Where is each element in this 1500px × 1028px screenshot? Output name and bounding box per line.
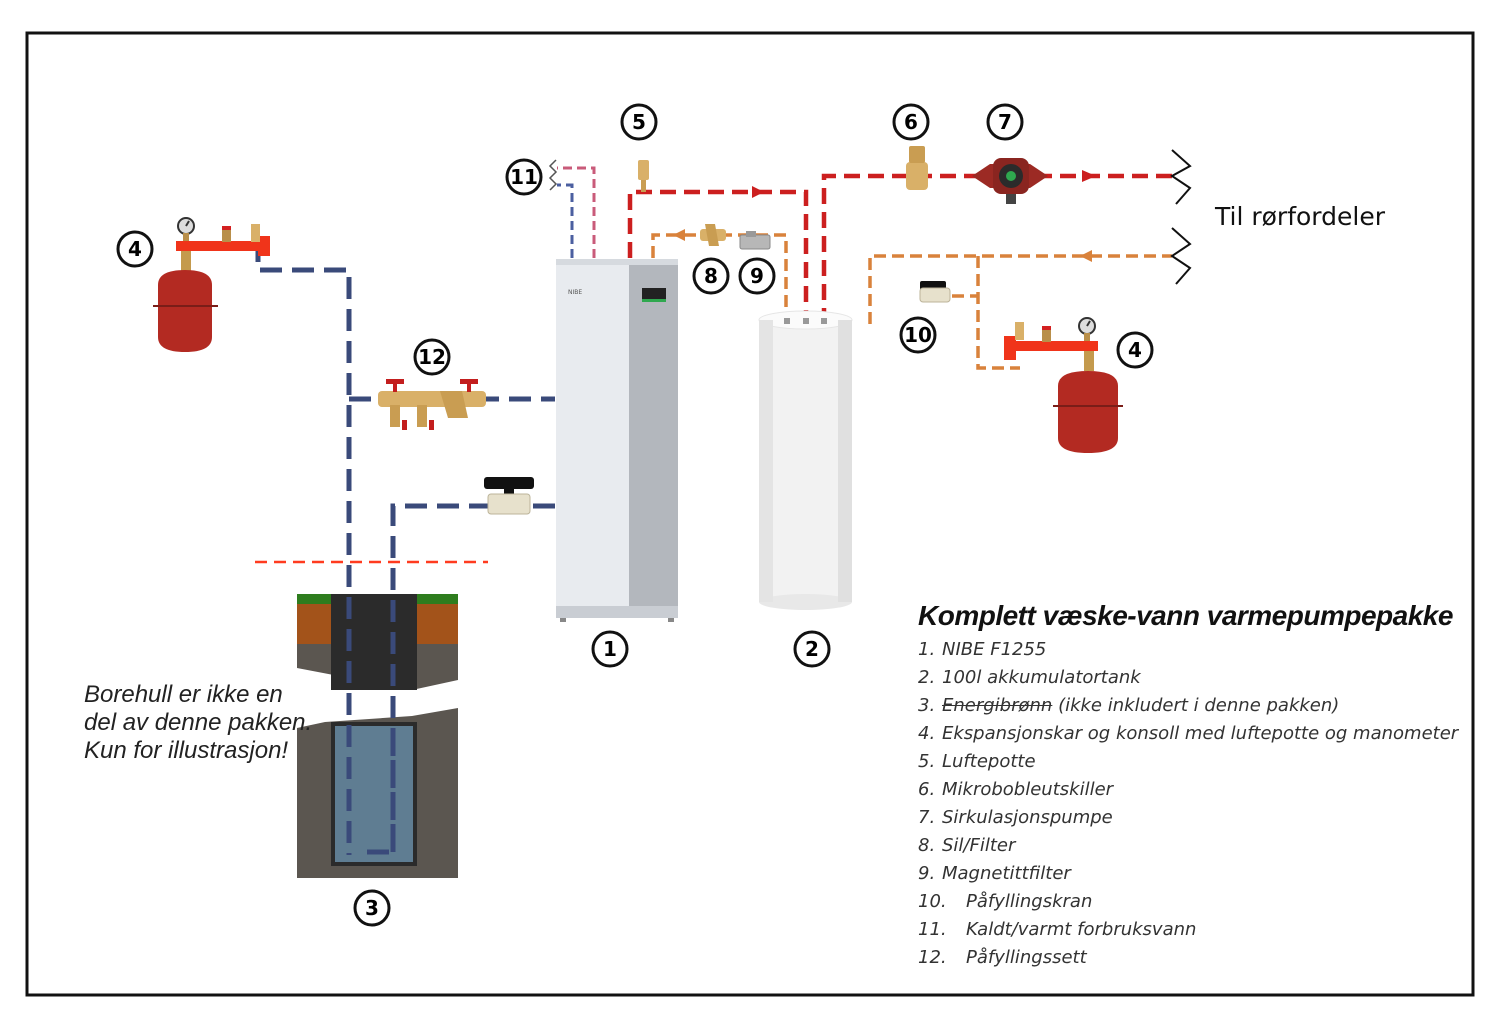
legend-item: 9.Magnetittfilter xyxy=(918,863,1071,884)
legend-item: 3.Energibrønn (ikke inkludert i denne pa… xyxy=(918,692,1478,720)
legend-item: 8.Sil/Filter xyxy=(918,835,1016,856)
svg-text:8: 8 xyxy=(704,264,718,288)
svg-text:2: 2 xyxy=(805,637,819,661)
flow-arrow xyxy=(752,186,764,198)
legend-item: 2.100l akkumulatortank xyxy=(918,667,1141,688)
callout-1: 1 xyxy=(591,630,629,668)
domestic-water-pipes xyxy=(548,159,596,258)
legend-item: 10.Påfyllingskran xyxy=(918,891,1093,912)
callout-4-right: 4 xyxy=(1116,331,1154,369)
expansion-vessel-left xyxy=(153,217,270,352)
borehole xyxy=(255,560,488,878)
filling-set xyxy=(378,379,486,430)
callout-6: 6 xyxy=(892,103,930,141)
legend-item: 4.Ekspansjonskar og konsoll med luftepot… xyxy=(918,723,1459,744)
expansion-vessel-right xyxy=(1004,317,1123,453)
callout-7: 7 xyxy=(986,103,1024,141)
svg-text:6: 6 xyxy=(904,110,918,134)
legend: Komplett væske-vann varmepumpepakke 1.NI… xyxy=(918,600,1478,972)
magnetite-filter xyxy=(739,231,771,250)
flow-arrow xyxy=(673,229,685,241)
svg-text:7: 7 xyxy=(998,110,1012,134)
diagram-frame xyxy=(25,31,1475,997)
svg-text:10: 10 xyxy=(904,323,932,347)
callout-9: 9 xyxy=(738,257,776,295)
legend-item: 11.Kaldt/varmt forbruksvann xyxy=(918,919,1197,940)
legend-item: 12.Påfyllingssett xyxy=(918,947,1087,968)
svg-text:3: 3 xyxy=(365,896,379,920)
callout-11: 11 xyxy=(505,158,543,196)
legend-title: Komplett væske-vann varmepumpepakke xyxy=(918,600,1453,631)
borehole-note-line-1: Borehull er ikke en xyxy=(84,681,283,708)
nibe-logo-text: NIBE xyxy=(568,289,582,296)
struck-text: Energibrønn xyxy=(942,695,1053,716)
svg-text:11: 11 xyxy=(510,165,538,189)
callout-12: 12 xyxy=(413,338,451,376)
heat-pump-nibe-f1255: NIBE xyxy=(556,259,678,622)
pipe-break-marks xyxy=(1170,149,1192,285)
legend-item: 1.NIBE F1255 xyxy=(918,639,1047,660)
circulation-pump xyxy=(972,158,1048,204)
destination-label: Til rørfordeler xyxy=(1214,202,1386,231)
microbubble-separator xyxy=(906,146,928,190)
callout-8: 8 xyxy=(692,257,730,295)
fill-valve xyxy=(919,281,951,303)
legend-item: 6.Mikrobobleutskiller xyxy=(918,779,1114,800)
svg-text:9: 9 xyxy=(750,264,764,288)
return-pipes xyxy=(651,233,1172,370)
legend-item: 5.Luftepotte xyxy=(918,751,1036,772)
borehole-note-line-2: del av denne pakken. xyxy=(84,709,312,736)
buffer-tank-100l xyxy=(758,310,853,610)
svg-text:12: 12 xyxy=(418,345,446,369)
brine-ball-valve xyxy=(484,477,534,515)
flow-arrow xyxy=(1080,250,1092,262)
svg-text:4: 4 xyxy=(128,237,142,261)
supply-pipes xyxy=(627,173,1172,324)
air-vent xyxy=(638,160,649,192)
svg-text:1: 1 xyxy=(603,637,617,661)
borehole-note-line-3: Kun for illustrasjon! xyxy=(84,737,288,764)
callout-3: 3 xyxy=(353,889,391,927)
strainer-filter xyxy=(700,224,726,246)
svg-text:5: 5 xyxy=(632,110,646,134)
flow-arrow xyxy=(1082,170,1096,182)
callout-10: 10 xyxy=(899,316,937,354)
callout-2: 2 xyxy=(793,630,831,668)
legend-list: 1.NIBE F1255 2.100l akkumulatortank 3.En… xyxy=(918,636,1478,972)
svg-text:4: 4 xyxy=(1128,338,1142,362)
callout-4-left: 4 xyxy=(116,230,154,268)
callout-5: 5 xyxy=(620,103,658,141)
legend-item: 7.Sirkulasjonspumpe xyxy=(918,807,1113,828)
